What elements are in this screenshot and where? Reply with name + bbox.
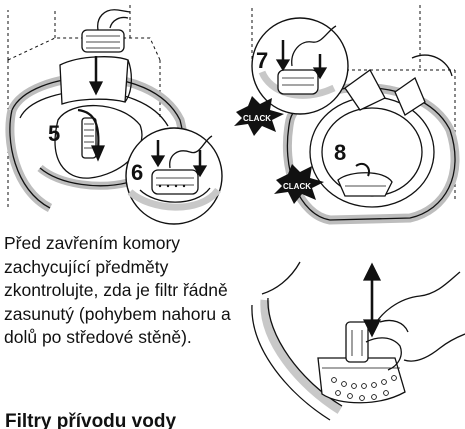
panel-steps-7-8: 8 7 CLACK CLACK bbox=[234, 5, 455, 220]
section-heading: Filtry přívodu vody bbox=[5, 411, 245, 429]
step-number-7: 7 bbox=[256, 48, 268, 73]
clack-label-upper: CLACK bbox=[243, 114, 271, 123]
step-number-8: 8 bbox=[334, 140, 346, 165]
filter-check-instruction: Před zavřením komory zachycující předmět… bbox=[4, 232, 242, 350]
panel-steps-5-6: 5 6 bbox=[8, 5, 222, 224]
clack-label-lower: CLACK bbox=[283, 182, 311, 191]
step-number-6: 6 bbox=[131, 160, 143, 185]
panel-filter-check bbox=[252, 262, 465, 420]
step-number-5: 5 bbox=[48, 121, 60, 146]
